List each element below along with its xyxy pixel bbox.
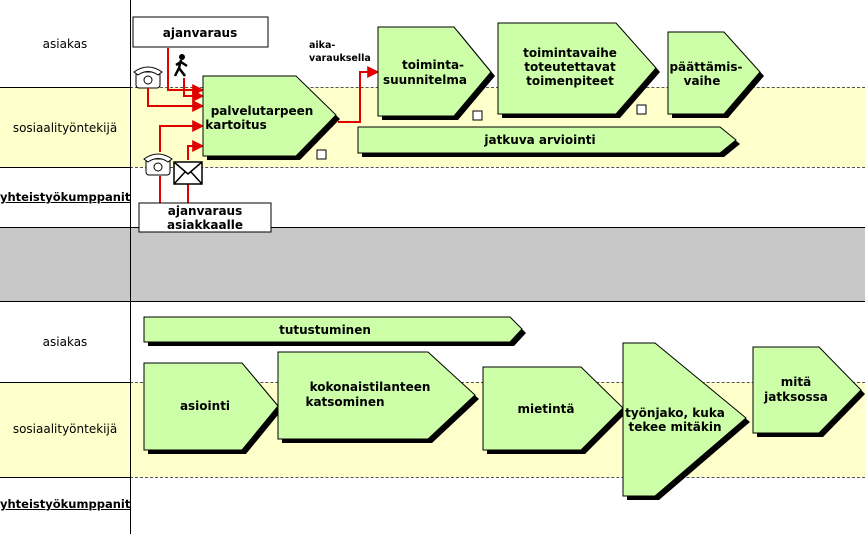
toimintavaihe-shape: toimintavaihe toteutettavat toimenpiteet (497, 22, 660, 118)
svg-text:toimintavaihe: toimintavaihe (523, 46, 617, 60)
lane-divider (0, 167, 130, 168)
toimintasuunnitelma-shape: toiminta- suunnitelma (377, 26, 495, 120)
lane-label-yhteistyokumppanit: yhteistyökumppanit (0, 497, 131, 511)
walking-person-icon (173, 54, 188, 77)
lane-divider (130, 167, 865, 168)
tyonjako-shape: työnjako, kuka tekee mitäkin (622, 342, 750, 500)
svg-text:asiointi: asiointi (180, 399, 230, 413)
svg-text:työnjako, kuka: työnjako, kuka (625, 406, 725, 420)
ajanvaraus-box: ajanvaraus (132, 16, 269, 48)
separator-band (0, 227, 865, 302)
svg-text:kokonaistilanteen: kokonaistilanteen (310, 380, 431, 394)
lane-divider (130, 477, 865, 478)
asiointi-shape: asiointi (143, 362, 282, 454)
document-icon (316, 149, 327, 160)
svg-text:mietintä: mietintä (518, 402, 575, 416)
lane-bg-bottom-yhteistyokumppanit (0, 477, 865, 534)
lane-label-sosiaalityontekija: sosiaalityöntekijä (12, 422, 118, 436)
mita-jatksossa-shape: mitä jatksossa (752, 346, 865, 437)
aikavaraus-note: aika- (309, 40, 335, 51)
lane-divider (0, 477, 130, 478)
svg-text:toiminta-: toiminta- (402, 58, 464, 72)
lane-divider (0, 87, 130, 88)
lane-label-divider (130, 0, 131, 534)
telephone-icon (143, 153, 173, 176)
document-icon (636, 104, 647, 115)
svg-text:vaihe: vaihe (684, 74, 721, 88)
kokonaistilanteen-katsominen-shape: kokonaistilanteen katsominen (277, 351, 479, 443)
svg-text:ajanvaraus: ajanvaraus (168, 204, 242, 218)
svg-text:jatkuva arviointi: jatkuva arviointi (483, 133, 595, 147)
svg-text:päättämis-: päättämis- (669, 60, 742, 74)
aikavaraus-note: varauksella (309, 53, 371, 64)
tutustuminen-shape: tutustuminen (143, 316, 526, 346)
svg-text:tekee mitäkin: tekee mitäkin (628, 420, 721, 434)
paattamisvaihe-shape: päättämis- vaihe (667, 31, 764, 118)
svg-text:kartoitus: kartoitus (205, 118, 267, 132)
svg-text:katsominen: katsominen (305, 395, 384, 409)
svg-text:tutustuminen: tutustuminen (279, 323, 371, 337)
svg-text:jatksossa: jatksossa (763, 390, 828, 404)
svg-text:suunnitelma: suunnitelma (383, 73, 467, 87)
svg-text:asiakkaalle: asiakkaalle (167, 218, 243, 232)
lane-label-asiakas: asiakas (42, 37, 88, 51)
mietinta-shape: mietintä (482, 366, 627, 454)
lane-divider (0, 382, 130, 383)
ajanvaraus-label: ajanvaraus (163, 26, 237, 40)
envelope-icon (173, 161, 203, 185)
telephone-icon (133, 66, 163, 89)
svg-text:toimenpiteet: toimenpiteet (526, 74, 614, 88)
svg-text:toteutettavat: toteutettavat (524, 60, 616, 74)
palvelutarpeen-kartoitus-shape: palvelutarpeen kartoitus (202, 75, 340, 160)
lane-label-asiakas: asiakas (42, 335, 88, 349)
red-connectors (147, 48, 380, 204)
ajanvaraus-asiakkaalle-box: ajanvaraus asiakkaalle (138, 202, 272, 233)
svg-text:mitä: mitä (781, 375, 811, 389)
svg-text:palvelutarpeen: palvelutarpeen (211, 104, 314, 118)
lane-label-yhteistyokumppanit: yhteistyökumppanit (0, 190, 131, 204)
jatkuva-arviointi-shape: jatkuva arviointi (357, 126, 740, 157)
document-icon (472, 110, 483, 121)
lane-label-sosiaalityontekija: sosiaalityöntekijä (12, 121, 118, 135)
